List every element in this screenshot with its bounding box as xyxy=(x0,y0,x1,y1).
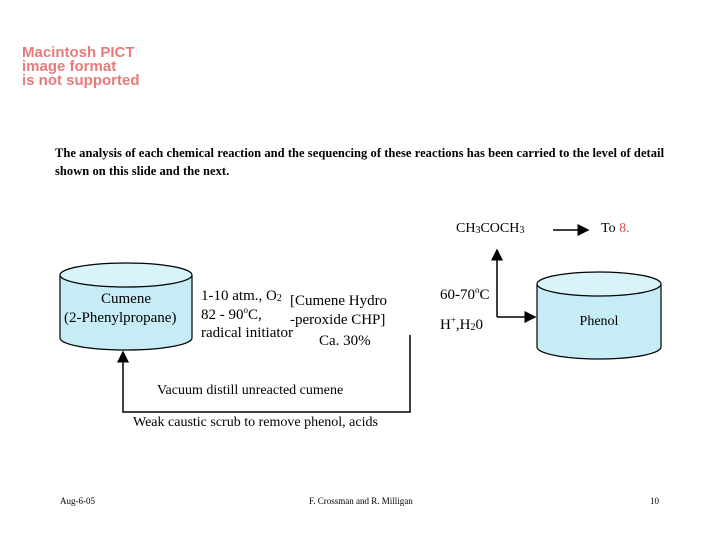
placeholder-line-3: is not supported xyxy=(22,72,140,89)
footer-page-number: 10 xyxy=(650,496,659,506)
cleavage-temperature: 60-70oC xyxy=(440,285,490,304)
step-8-link[interactable]: 8. xyxy=(619,221,630,236)
footer-date: Aug-6-05 xyxy=(60,496,95,506)
recycle-loop xyxy=(117,335,411,413)
acetone-formula: CH3COCH3 xyxy=(456,221,525,236)
unsupported-image-placeholder: Macintosh PICT image format is not suppo… xyxy=(22,44,172,89)
scrub-label: Weak caustic scrub to remove phenol, aci… xyxy=(133,415,378,430)
cumene-tank xyxy=(59,262,193,351)
recycle-label: Vacuum distill unreacted cumene xyxy=(157,383,344,398)
cleavage-acid: H+,H20 xyxy=(440,315,484,334)
phenol-tank xyxy=(536,271,662,360)
placeholder-line-1: Macintosh PICT xyxy=(22,44,135,61)
to-step-reference: To 8. xyxy=(601,221,630,236)
placeholder-line-2: image format xyxy=(22,58,117,75)
cumene-name: Cumene xyxy=(101,291,151,307)
intro-paragraph: The analysis of each chemical reaction a… xyxy=(55,146,665,178)
chp-line-2: -peroxide CHP] xyxy=(290,312,386,328)
reactor-initiator: radical initiator xyxy=(201,325,294,341)
footer-authors: F. Crossman and R. Milligan xyxy=(309,496,413,506)
cumene-iupac-label: (2-Phenylpropane) xyxy=(64,310,177,326)
phenol-label: Phenol xyxy=(579,314,619,329)
reactor-pressure: 1-10 atm., O2 xyxy=(201,288,282,304)
reactor-temperature: 82 - 90oC, xyxy=(201,305,262,324)
chp-yield: Ca. 30% xyxy=(319,333,371,349)
cumene-label: Cumene xyxy=(60,290,192,308)
chp-line-1: [Cumene Hydro xyxy=(290,293,388,309)
